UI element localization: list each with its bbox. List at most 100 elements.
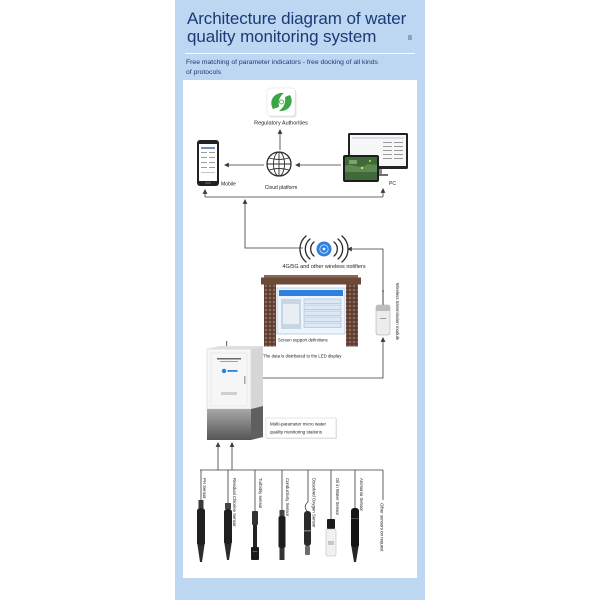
probe-tip xyxy=(279,548,285,560)
probe-body xyxy=(304,511,311,546)
probe-shaft xyxy=(253,525,257,547)
conductivity-sensor-probe xyxy=(278,510,286,560)
led-left-pillar xyxy=(264,284,276,347)
dissolved-oxygen-sensor-probe xyxy=(304,511,311,555)
led-roof-trim xyxy=(264,275,358,278)
probe-connector xyxy=(252,511,258,525)
probe-tip xyxy=(197,545,205,562)
cabinet-base-front xyxy=(207,409,251,440)
sensor-label-residual-chlorine: Residual Chlorine Sensor xyxy=(232,478,237,527)
phone-screen-row xyxy=(209,162,215,163)
probe-ring xyxy=(351,518,359,519)
phone-screen-row xyxy=(209,167,215,168)
subtitle-line-1: Free matching of parameter indicators - … xyxy=(186,59,378,66)
signal-arc-right xyxy=(341,235,349,263)
led-screen-row xyxy=(303,298,342,304)
monitor-screen-row xyxy=(383,142,392,143)
led-roof-beam xyxy=(261,277,361,285)
station-to-module-arrow xyxy=(263,337,386,379)
subtitle-line-2: of protocols xyxy=(186,68,222,76)
signal-arc-left xyxy=(299,235,307,263)
monitor-screen-header xyxy=(352,137,404,139)
signal-arc-right xyxy=(333,241,338,257)
module-cap xyxy=(376,305,390,311)
wireless-signal-icon xyxy=(299,235,349,263)
monitor-screen-row xyxy=(383,154,392,155)
probe-tip xyxy=(305,546,310,555)
station-label-line-1: Multi-parameter micro water xyxy=(270,422,327,427)
phone-screen-row xyxy=(201,157,207,158)
turbidity-sensor-probe xyxy=(251,511,259,560)
regulator-label: Regulatory Authorities xyxy=(254,121,308,127)
phone-screen-row xyxy=(201,162,207,163)
phone-screen-header xyxy=(201,147,215,149)
logo-right-leaf xyxy=(279,95,292,112)
globe-parallel xyxy=(268,168,290,171)
title-mark: II xyxy=(408,35,412,42)
probe-connector xyxy=(198,500,204,508)
cabinet-brand-subtext xyxy=(220,361,238,362)
phone-screen-row xyxy=(201,167,207,168)
oil-in-water-sensor-probe xyxy=(325,519,337,557)
station-label-box: Multi-parameter micro water quality moni… xyxy=(265,417,337,439)
module-label-plate xyxy=(380,318,386,319)
probe-cap xyxy=(327,519,335,529)
led-distribution-label: The data is distributed to the LED displ… xyxy=(263,354,342,359)
sensor-label-dissolved-oxygen: Dissolved Oxygen Sensor xyxy=(312,478,317,528)
tablet-map-marker xyxy=(360,166,364,170)
cabinet-logo-icon xyxy=(221,368,227,374)
module-to-wireless-arrow xyxy=(347,246,384,291)
module-antenna-tip xyxy=(382,290,384,292)
phone-home-bar xyxy=(205,182,211,184)
probe-connector xyxy=(279,510,285,516)
probe-body xyxy=(278,516,286,548)
wireless-to-bus-arrow xyxy=(242,199,303,249)
phone-screen-row xyxy=(209,157,215,158)
monitor-screen-row xyxy=(383,150,392,151)
ammonia-sensor-probe xyxy=(351,508,359,562)
logo-left-leaf xyxy=(271,92,284,109)
signal-arc-left xyxy=(304,238,311,260)
logo-center-dot xyxy=(279,99,284,105)
phone-screen-row xyxy=(209,152,215,153)
ph-sensor-probe xyxy=(197,500,205,562)
cabinet-door xyxy=(210,352,248,407)
module-label: Wireless transmission module xyxy=(395,283,400,341)
wireless-label: 4G/5G and other wireless notifiers xyxy=(282,264,365,270)
smartphone-icon xyxy=(197,140,219,186)
probe-tip xyxy=(351,547,359,562)
signal-arc-right xyxy=(337,238,344,260)
probe-tip xyxy=(224,544,232,560)
cloud-label: Cloud platform xyxy=(265,185,298,191)
sensor-label-oil-in-water: Oil in Water Sensor xyxy=(335,478,340,516)
probe-body xyxy=(224,509,232,545)
pc-label: PC xyxy=(389,181,396,187)
cabinet-antenna xyxy=(226,341,228,347)
sensor-label-ph: PH Sensor xyxy=(202,478,207,499)
tablet-map-field xyxy=(349,160,357,164)
monitor-screen-row xyxy=(394,154,403,155)
monitor-and-tablet-icon xyxy=(343,133,408,182)
subtitle: Free matching of parameter indicators - … xyxy=(186,58,418,77)
phone-screen-row xyxy=(201,152,207,153)
cabinet-nameplate xyxy=(221,392,237,395)
led-screen-header xyxy=(279,290,343,296)
led-screen-row xyxy=(303,322,342,328)
cabinet-top-face xyxy=(207,346,263,349)
monitor-screen-row xyxy=(394,142,403,143)
monitor-screen-row xyxy=(394,158,403,159)
globe-parallel xyxy=(268,157,290,160)
page-title: Architecture diagram of water quality mo… xyxy=(187,10,419,46)
led-screen-row xyxy=(303,304,342,310)
sensor-label-conductivity: Conductivity Sensor xyxy=(285,478,290,517)
probe-window xyxy=(252,551,258,552)
phone-screen xyxy=(199,144,217,181)
phone-screen-row xyxy=(201,172,215,173)
signal-hub-ring xyxy=(319,244,329,254)
probe-connector xyxy=(225,503,231,509)
regulator-logo xyxy=(266,87,297,118)
monitor-screen-row xyxy=(394,146,403,147)
cabinet-brand-text xyxy=(217,358,241,360)
